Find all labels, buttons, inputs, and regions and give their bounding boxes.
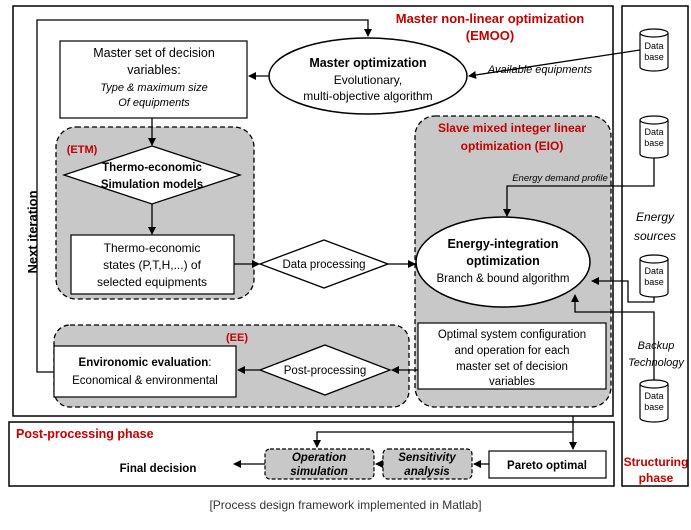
operation-simulation-line1: Operation (292, 452, 346, 464)
data-processing-diamond (258, 239, 390, 289)
energy-sources-label: Energy (636, 210, 675, 224)
energy-sources-label-2: sources (634, 229, 676, 243)
post-processing-diamond (258, 344, 392, 396)
optimal-line2: and operation for each (454, 345, 569, 357)
database-label: base (644, 52, 664, 62)
ee-tag: (EE) (226, 332, 248, 344)
structuring-phase-label: Structuring (624, 455, 689, 469)
available-equipments-label: Available equipments (487, 64, 593, 76)
pareto-optimal-box (488, 450, 607, 479)
simulation-models-line2: Simulation models (101, 179, 203, 191)
emoo-frame (12, 5, 614, 417)
optimal-configuration-box (417, 322, 607, 390)
structuring-phase-label-2: phase (639, 471, 674, 485)
states-line3: selected equipments (97, 275, 207, 289)
operation-simulation-line2: simulation (290, 466, 348, 478)
arrow-db4-to-ei (571, 294, 655, 380)
master-set-box (59, 40, 248, 119)
sensitivity-analysis-line2: analysis (404, 466, 449, 478)
states-line2: states (P,T,H,...) of (103, 258, 201, 272)
database-label: base (644, 277, 664, 287)
post-processing-frame (8, 421, 615, 487)
states-line1: Thermo-economic (104, 241, 201, 255)
master-optimization-line1: Evolutionary, (334, 73, 402, 87)
database-label: base (644, 138, 664, 148)
backup-technology-label: Backup (638, 340, 675, 352)
pareto-optimal-label: Pareto optimal (507, 460, 587, 472)
operation-simulation-box (264, 448, 375, 480)
simulation-models-line1: Thermo-economic (102, 162, 202, 174)
arrow-emoo-to-post-phase (313, 431, 573, 448)
post-processing-label: Post-processing (284, 365, 366, 377)
arrow-db3-to-ei (591, 277, 655, 303)
optimal-line1: Optimal system configuration (438, 329, 586, 341)
database-icon-2: Data base (639, 115, 669, 159)
optimal-line3: master set of decision (456, 361, 568, 373)
eio-title: Slave mixed integer linear (438, 121, 586, 135)
database-label: Data (644, 127, 663, 137)
emoo-title-abbr: (EMOO) (466, 28, 514, 43)
next-iteration-label: Next iteration (25, 190, 40, 273)
master-set-line4: Of equipments (118, 97, 190, 109)
backup-technology-label-2: Technology (628, 357, 685, 369)
arrow-db1-to-master-opt (468, 49, 641, 79)
environomic-evaluation-line1: Environomic evaluation: (79, 357, 212, 369)
post-processing-phase-title: Post-processing phase (16, 427, 154, 441)
energy-demand-profile-label: Energy demand profile (512, 173, 608, 184)
arrow-next-iteration-loop (36, 19, 372, 373)
master-set-line3: Type & maximum size (100, 82, 207, 94)
data-processing-label: Data processing (282, 259, 365, 271)
master-set-line1: Master set of decision (93, 46, 215, 60)
energy-integration-line2: optimization (466, 254, 540, 268)
master-set-line2: variables: (127, 63, 181, 77)
database-label: Data (644, 266, 663, 276)
environomic-evaluation-line2: Economical & environmental (72, 375, 218, 387)
environomic-evaluation-box (53, 345, 237, 398)
database-label: Data (644, 391, 663, 401)
final-decision-label: Final decision (120, 463, 197, 475)
database-icon-1: Data base (639, 28, 669, 72)
arrow-db2-to-ei (503, 158, 655, 217)
figure-caption: [Process design framework implemented in… (209, 498, 482, 512)
etm-tag: (ETM) (67, 144, 98, 156)
database-label: Data (644, 41, 663, 51)
energy-integration-line3: Branch & bound algorithm (437, 273, 570, 285)
sensitivity-analysis-line1: Sensitivity (398, 452, 456, 464)
master-optimization-title: Master optimization (309, 56, 426, 70)
energy-integration-line1: Energy-integration (447, 237, 558, 251)
database-icon-3: Data base (639, 254, 669, 298)
optimal-line4: variables (489, 376, 535, 388)
connectors (36, 19, 655, 468)
database-icon-4: Data base (639, 379, 669, 423)
eio-title-abbr: optimization (EIO) (461, 139, 564, 153)
structuring-frame (621, 5, 689, 487)
energy-integration-ellipse (415, 216, 591, 308)
emoo-title: Master non-linear optimization (396, 11, 585, 26)
database-label: base (644, 402, 664, 412)
master-optimization-line2: multi-objective algorithm (303, 89, 432, 103)
thermo-economic-states-box (70, 234, 235, 295)
